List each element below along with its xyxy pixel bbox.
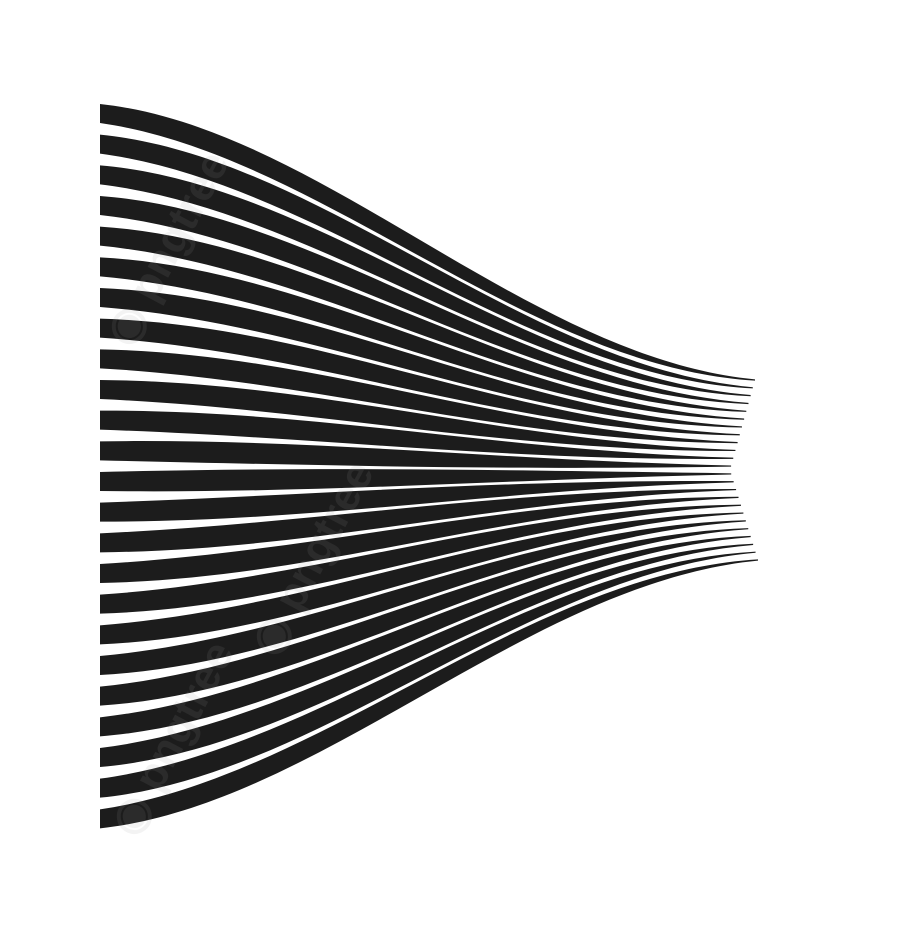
speed-line-stripe [100,380,736,452]
speed-line-stripe [100,104,755,381]
speed-line-stripe [100,257,745,420]
speed-line-stripe [100,512,744,645]
speed-line-stripe [100,134,753,389]
speed-line-stripe [100,528,749,706]
speed-line-stripe [100,543,754,768]
speed-line-stripe [100,480,734,522]
speed-line-stripe [100,496,739,584]
speed-line-stripe [100,535,751,737]
speed-line-stripe [100,504,741,614]
speed-line-stripe [100,551,756,798]
speed-line-stripe [100,520,746,676]
speed-line-stripe [100,226,747,412]
speed-line-stripe [100,410,734,459]
speed-line-stripe [100,349,738,444]
speed-line-stripe [100,318,740,436]
speed-line-stripe [100,488,737,553]
speed-line-stripe [100,559,758,829]
speed-line-stripe [100,165,751,397]
speed-line-stripe [100,288,742,428]
speed-line-stripe [100,441,732,468]
speed-line-stripe [100,196,749,405]
speed-line-stripe [100,469,732,492]
